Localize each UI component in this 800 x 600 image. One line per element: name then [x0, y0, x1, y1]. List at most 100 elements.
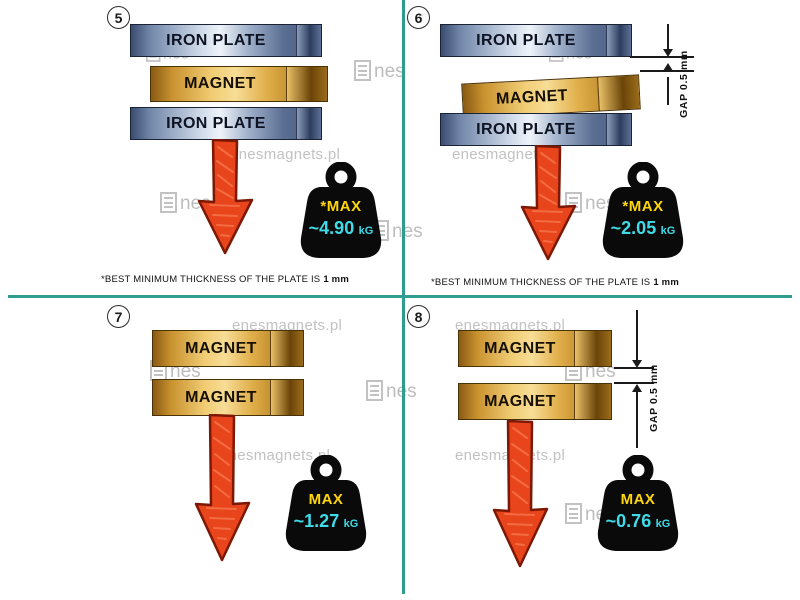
- horizontal-divider: [8, 295, 792, 298]
- gap-dimension-line: [667, 77, 669, 105]
- kettlebell-shape-icon: [602, 162, 684, 258]
- value-number: ~1.27: [293, 511, 340, 531]
- max-label: *MAX: [622, 198, 664, 215]
- slab-end-face: [597, 75, 640, 111]
- gap-arrow-up-icon: [632, 384, 642, 392]
- watermark-logo: nes: [366, 380, 417, 401]
- logo-e-icon: [160, 192, 177, 213]
- pull-force-arrow-icon: [483, 419, 557, 575]
- pull-force-arrow-icon: [511, 144, 585, 268]
- iron-plate-layer: IRON PLATE: [440, 113, 632, 146]
- max-label: MAX: [620, 491, 656, 508]
- panel-number: 5: [107, 6, 130, 29]
- magnet-layer: MAGNET: [152, 330, 304, 367]
- max-value: ~2.05 kG: [599, 218, 687, 239]
- value-unit: kG: [358, 225, 374, 237]
- note-text: *BEST MINIMUM THICKNESS OF THE PLATE IS: [431, 277, 651, 288]
- slab-end-face: [286, 67, 327, 101]
- slab-end-face: [270, 331, 303, 366]
- kettlebell-shape-icon: [300, 162, 382, 258]
- iron-plate-layer: IRON PLATE: [440, 24, 632, 57]
- max-label: MAX: [308, 491, 344, 508]
- iron-plate-layer: IRON PLATE: [130, 107, 322, 140]
- iron-plate-layer: IRON PLATE: [130, 24, 322, 57]
- kettlebell-shape-icon: [285, 455, 367, 551]
- note-text: *BEST MINIMUM THICKNESS OF THE PLATE IS: [101, 274, 321, 285]
- max-value: ~0.76 kG: [594, 511, 682, 532]
- slab-end-face: [296, 25, 321, 56]
- slab-end-face: [574, 384, 611, 419]
- layer-label: MAGNET: [484, 392, 556, 410]
- max-value: ~1.27 kG: [282, 511, 370, 532]
- layer-label: IRON PLATE: [166, 114, 266, 132]
- magnet-layer: MAGNET: [152, 379, 304, 416]
- layer-label: IRON PLATE: [476, 120, 576, 138]
- gap-dimension-line: [636, 392, 638, 448]
- layer-label: IRON PLATE: [166, 31, 266, 49]
- watermark-url: enesmagnets.pl: [455, 317, 566, 334]
- layer-label: MAGNET: [184, 75, 256, 92]
- watermark-url: enesmagnets.pl: [220, 447, 331, 464]
- layer-label: MAGNET: [185, 339, 257, 357]
- gap-arrow-down-icon: [632, 360, 642, 368]
- gap-extension-line: [614, 367, 654, 369]
- pull-force-arrow-icon: [185, 413, 259, 569]
- watermark-url: enesmagnets.pl: [452, 146, 563, 163]
- value-unit: kG: [655, 518, 671, 530]
- gap-extension-line: [614, 382, 654, 384]
- gap-dimension-line: [636, 310, 638, 362]
- gap-extension-line: [630, 56, 694, 58]
- slab-end-face: [296, 108, 321, 139]
- panel-number: 8: [407, 305, 430, 328]
- logo-suffix: nes: [386, 382, 417, 401]
- weight-icon: *MAX ~4.90 kG: [297, 162, 385, 262]
- value-number: ~2.05: [610, 218, 657, 238]
- gap-label: GAP 0.5 mm: [640, 352, 668, 444]
- kettlebell-shape-icon: [597, 455, 679, 551]
- panel-number: 6: [407, 6, 430, 29]
- weight-icon: *MAX ~2.05 kG: [599, 162, 687, 262]
- weight-icon: MAX ~1.27 kG: [282, 455, 370, 555]
- panel-number: 7: [107, 305, 130, 328]
- logo-suffix: nes: [392, 220, 423, 242]
- logo-e-icon: [366, 380, 383, 401]
- watermark-url: enesmagnets.pl: [230, 146, 341, 163]
- magnet-layer: MAGNET: [458, 383, 612, 420]
- layer-label: MAGNET: [484, 339, 556, 357]
- value-unit: kG: [343, 518, 359, 530]
- magnet-layer: MAGNET: [150, 66, 328, 102]
- magnet-layer: MAGNET: [458, 330, 612, 367]
- slab-end-face: [270, 380, 303, 415]
- slab-end-face: [574, 331, 611, 366]
- watermark-url: enesmagnets.pl: [232, 317, 343, 334]
- value-number: ~4.90: [308, 218, 355, 238]
- slab-end-face: [606, 114, 631, 145]
- layer-label: MAGNET: [495, 86, 569, 108]
- pull-force-arrow-icon: [188, 138, 262, 262]
- slab-end-face: [606, 25, 631, 56]
- layer-label: IRON PLATE: [476, 31, 576, 49]
- watermark-logo: nes: [354, 60, 405, 81]
- max-value: ~4.90 kG: [297, 218, 385, 239]
- logo-e-icon: [565, 503, 582, 524]
- gap-label-text: GAP 0.5 mm: [648, 364, 661, 432]
- logo-e-icon: [354, 60, 371, 81]
- max-label: *MAX: [320, 198, 362, 215]
- weight-icon: MAX ~0.76 kG: [594, 455, 682, 555]
- gap-label-text: GAP 0.5 mm: [678, 49, 691, 118]
- logo-suffix: nes: [374, 60, 405, 82]
- note-bold-text: 1 mm: [323, 274, 349, 285]
- value-number: ~0.76: [605, 511, 652, 531]
- gap-arrow-down-icon: [663, 49, 673, 57]
- gap-label: GAP 0.5 mm: [670, 36, 698, 131]
- gap-dimension-line: [667, 24, 669, 50]
- layer-label: MAGNET: [185, 388, 257, 406]
- gap-arrow-up-icon: [663, 63, 673, 71]
